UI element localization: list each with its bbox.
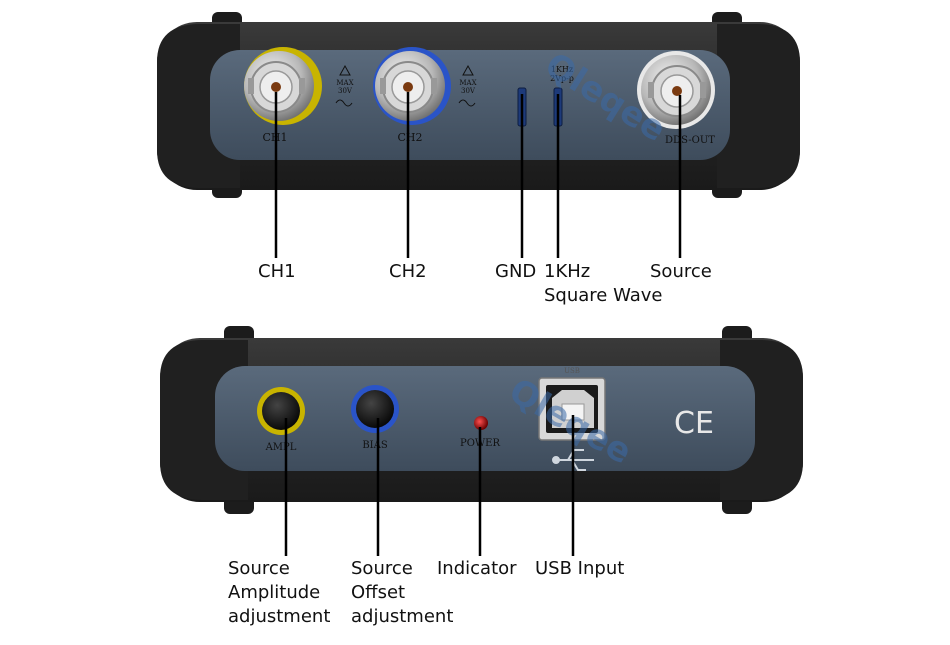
square-wave-marking-1: 1KHz (551, 65, 573, 74)
front-device: CH1 MAX 30V CH2 MAX 30V 1KHz 2Vp-p (157, 12, 800, 198)
usb-symbol-icon (552, 449, 594, 471)
power-led (474, 416, 488, 430)
ch2-bnc-connector (373, 47, 451, 125)
label-gnd: GND (495, 261, 537, 282)
svg-text:MAX: MAX (459, 79, 476, 87)
label-square-wave: 1KHz Square Wave (544, 261, 663, 306)
square-wave-marking-2: 2Vp-p (550, 74, 574, 83)
ch2-marking: CH2 (397, 131, 422, 144)
svg-text:30V: 30V (338, 87, 353, 95)
label-indicator: Indicator (437, 558, 517, 579)
ch1-bnc-connector (244, 47, 322, 125)
ce-mark: CE (674, 406, 714, 441)
label-ch1: CH1 (258, 261, 296, 282)
svg-text:USB: USB (564, 367, 580, 375)
ch1-max-voltage-warning: MAX 30V (335, 64, 354, 107)
amplitude-knob (257, 387, 305, 435)
back-device: AMPL BIAS POWER USB CE Qleqee (160, 326, 803, 514)
bias-marking: BIAS (362, 440, 388, 451)
svg-text:MAX: MAX (336, 79, 353, 87)
label-source: Source (650, 261, 712, 282)
dds-out-bnc-connector (637, 51, 715, 129)
back-callout-lines (284, 415, 575, 556)
label-source-offset: Source Offset adjustment (351, 558, 454, 627)
bias-knob (351, 385, 399, 433)
svg-text:30V: 30V (461, 87, 476, 95)
ampl-marking: AMPL (265, 442, 297, 453)
front-callout-lines (274, 92, 682, 258)
usb-b-port: USB (538, 367, 606, 441)
dds-out-marking: DDS-OUT (665, 135, 715, 146)
ch2-max-voltage-warning: MAX 30V (458, 64, 477, 107)
label-usb-input: USB Input (535, 558, 625, 579)
label-source-amplitude: Source Amplitude adjustment (228, 558, 331, 627)
label-ch2: CH2 (389, 261, 427, 282)
